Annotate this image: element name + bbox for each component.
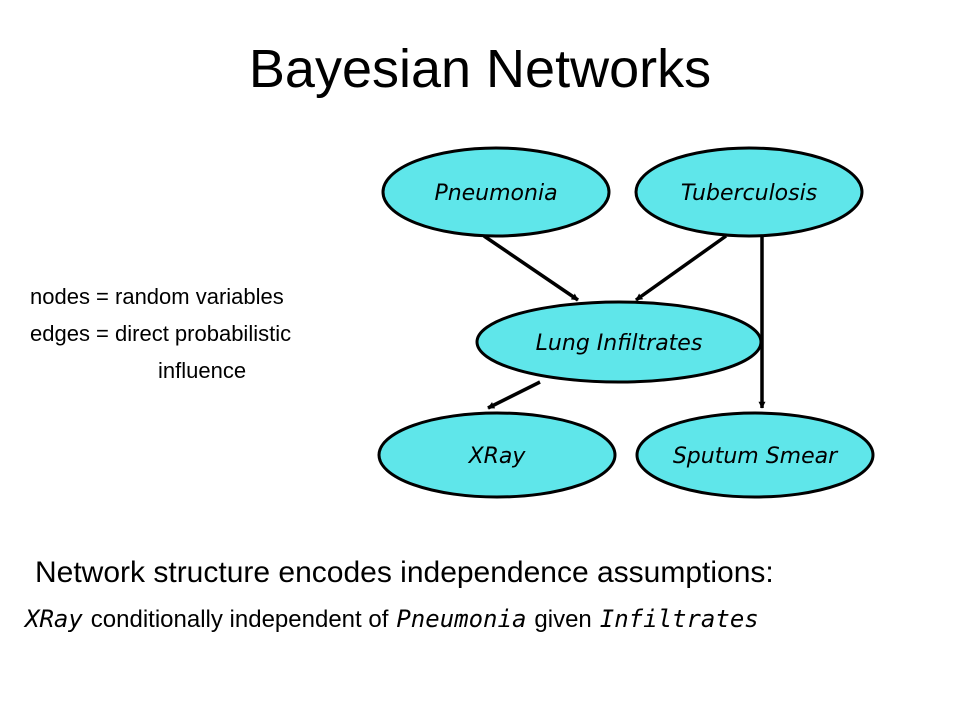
node-lung-infiltrates-label: Lung Infiltrates bbox=[536, 331, 703, 356]
node-xray-ellipse bbox=[377, 411, 617, 499]
independence-statement: Network structure encodes independence a… bbox=[35, 556, 774, 589]
example-subject: XRay bbox=[25, 605, 83, 633]
edge-pneumonia-lung-infiltrates bbox=[483, 234, 579, 302]
node-xray-label: XRay bbox=[468, 444, 527, 469]
node-sputum-smear-label: Sputum Smear bbox=[673, 444, 839, 469]
node-tuberculosis[interactable]: Tuberculosis bbox=[634, 146, 864, 238]
legend-edges-line: edges = direct probabilistic bbox=[30, 321, 292, 346]
slide-title: Bayesian Networks bbox=[248, 39, 712, 99]
node-sputum-smear-ellipse bbox=[635, 411, 875, 499]
example-object: Pneumonia bbox=[396, 605, 527, 633]
legend-nodes-line: nodes = random variables bbox=[30, 284, 284, 309]
legend-notes: nodes = random variables edges = direct … bbox=[30, 278, 291, 389]
node-pneumonia-label: Pneumonia bbox=[434, 181, 557, 206]
edges bbox=[483, 234, 766, 410]
node-tuberculosis-ellipse bbox=[634, 146, 864, 238]
node-tuberculosis-label: Tuberculosis bbox=[681, 181, 817, 206]
legend-edges-line-cont: influence bbox=[158, 358, 247, 383]
node-pneumonia-ellipse bbox=[381, 146, 611, 238]
node-xray[interactable]: XRay bbox=[377, 411, 617, 499]
example-condition: Infiltrates bbox=[599, 605, 759, 633]
edge-tuberculosis-lung-infiltrates bbox=[634, 234, 728, 302]
node-pneumonia[interactable]: Pneumonia bbox=[381, 146, 611, 238]
example-text2: given bbox=[534, 606, 592, 633]
node-lung-infiltrates-ellipse bbox=[475, 300, 763, 384]
node-lung-infiltrates[interactable]: Lung Infiltrates bbox=[475, 300, 763, 384]
edge-lung-infiltrates-xray bbox=[487, 380, 541, 410]
example-text1: conditionally independent of bbox=[90, 606, 389, 633]
node-sputum-smear[interactable]: Sputum Smear bbox=[635, 411, 875, 499]
independence-example: XRay conditionally independent of Pneumoni… bbox=[25, 607, 759, 632]
